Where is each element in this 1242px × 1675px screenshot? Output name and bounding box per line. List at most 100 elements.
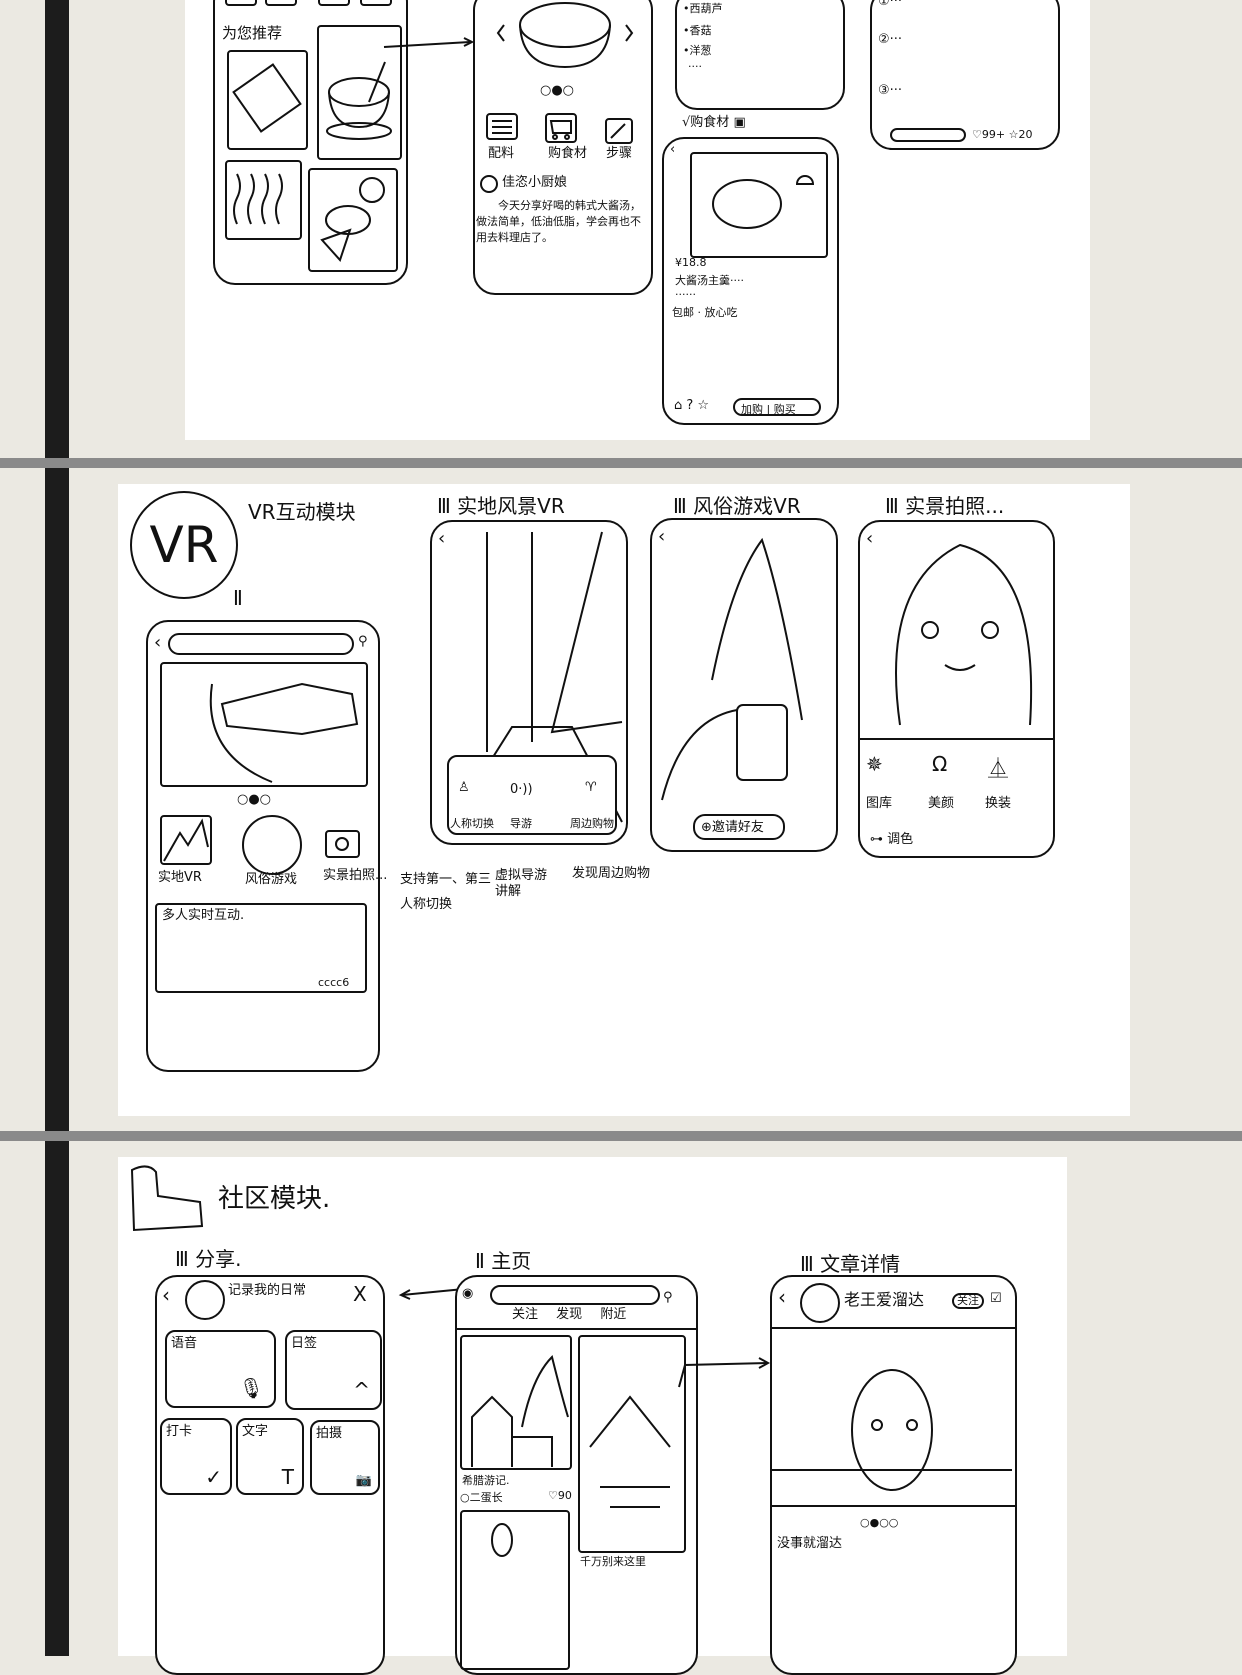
category-tile[interactable] bbox=[318, 0, 350, 6]
card-label: 文字 bbox=[242, 1424, 269, 1439]
step-item: ②··· bbox=[878, 32, 903, 47]
tool-shopping[interactable]: 周边购物 bbox=[570, 817, 614, 830]
feature-custom-game[interactable]: 风俗游戏 bbox=[245, 872, 298, 887]
dress-icon[interactable]: ⏅ bbox=[988, 756, 1008, 780]
comment-input[interactable] bbox=[890, 128, 966, 142]
post-image-greece[interactable] bbox=[460, 1335, 572, 1470]
camera-card[interactable]: 拍摄📷 bbox=[310, 1420, 380, 1495]
feature-onsite-vr[interactable]: 实地VR bbox=[158, 870, 202, 885]
carousel-dots[interactable]: ○●○○ bbox=[860, 1516, 899, 1529]
post-title[interactable]: 希腊游记. bbox=[462, 1474, 510, 1487]
tool-guide[interactable]: 导游 bbox=[510, 817, 532, 830]
user-avatar[interactable] bbox=[185, 1280, 225, 1320]
carousel-dots[interactable]: ○●○ bbox=[540, 83, 575, 98]
tool-perspective[interactable]: 人称切换 bbox=[450, 817, 494, 830]
binder-spine bbox=[45, 0, 69, 1656]
mountain-icon[interactable] bbox=[160, 815, 212, 865]
tab-discover[interactable]: 发现 bbox=[556, 1307, 583, 1322]
category-tile[interactable] bbox=[360, 0, 392, 6]
add-cart-button[interactable]: 加购 bbox=[741, 403, 763, 416]
tool-gallery[interactable]: 图库 bbox=[866, 796, 893, 811]
camera-icon[interactable]: ◉ bbox=[462, 1286, 474, 1301]
post-likes[interactable]: ♡90 bbox=[548, 1489, 572, 1502]
recipe-card-soup[interactable] bbox=[317, 25, 402, 160]
tab-buy[interactable]: 购食材 bbox=[548, 146, 588, 161]
beauty-icon[interactable]: Ω bbox=[932, 752, 948, 776]
checkin-card[interactable]: 打卡✓ bbox=[160, 1418, 232, 1495]
interaction-box[interactable] bbox=[155, 903, 367, 993]
step-stats: ♡99+ ☆20 bbox=[972, 128, 1032, 141]
shop-icons[interactable]: ⌂ ? ☆ bbox=[674, 398, 710, 413]
vr-module-title: VR互动模块 bbox=[248, 500, 356, 524]
card-label: 打卡 bbox=[166, 1424, 193, 1439]
back-icon[interactable]: ‹ bbox=[658, 526, 666, 547]
back-icon[interactable]: ‹ bbox=[670, 142, 676, 157]
carousel-dots[interactable]: ○●○ bbox=[237, 792, 272, 807]
buy-button[interactable]: 购买 bbox=[773, 403, 796, 416]
tool-outfit[interactable]: 换装 bbox=[985, 796, 1012, 811]
back-icon[interactable]: ‹ bbox=[866, 528, 874, 549]
spatula-icon[interactable] bbox=[605, 118, 633, 144]
community-home-phone bbox=[455, 1275, 698, 1675]
glass-icon[interactable]: ♈ bbox=[585, 780, 597, 795]
back-icon[interactable]: ‹ bbox=[778, 1285, 786, 1309]
separator bbox=[770, 1327, 1017, 1329]
back-icon[interactable]: ‹ bbox=[162, 1283, 170, 1307]
annotation-shopping: 发现周边购物 bbox=[572, 866, 651, 881]
buy-ingredients-label: √购食材 ▣ bbox=[682, 115, 746, 130]
follow-button[interactable]: 关注 bbox=[952, 1293, 984, 1309]
category-tile[interactable] bbox=[225, 0, 257, 6]
vr-logo: VR bbox=[130, 491, 238, 599]
recipe-card-dish[interactable] bbox=[227, 50, 308, 150]
post-image-mountain[interactable] bbox=[578, 1335, 686, 1553]
author-name[interactable]: 佳恣小厨娘 bbox=[502, 175, 568, 190]
flow-arrow bbox=[678, 1357, 771, 1388]
page-divider bbox=[0, 1131, 1242, 1141]
category-tile[interactable] bbox=[265, 0, 297, 6]
edit-icon[interactable]: ☑ bbox=[990, 1291, 1002, 1306]
recommend-phone bbox=[213, 0, 408, 285]
recipe-card-bacon[interactable] bbox=[225, 160, 302, 240]
daily-sign-card[interactable]: 日签^ bbox=[285, 1330, 382, 1410]
back-icon[interactable]: ‹ bbox=[438, 528, 446, 549]
buy-label-text: 购食材 bbox=[690, 115, 730, 130]
list-icon[interactable] bbox=[486, 113, 518, 140]
interaction-text: 多人实时互动. bbox=[162, 908, 245, 923]
search-icon[interactable]: ⚲ bbox=[663, 1290, 673, 1305]
close-icon[interactable]: X bbox=[353, 1282, 367, 1306]
tab-follow[interactable]: 关注 bbox=[512, 1307, 539, 1322]
back-icon[interactable]: ‹ bbox=[154, 632, 162, 653]
feature-photo[interactable]: 实景拍照... bbox=[323, 868, 388, 883]
post-author[interactable]: ○二蛋长 bbox=[460, 1491, 503, 1504]
adjust-tool[interactable]: ⊶ 调色 bbox=[870, 832, 914, 847]
search-icon[interactable]: ⚲ bbox=[358, 634, 368, 649]
author-avatar[interactable] bbox=[800, 1283, 840, 1323]
voice-card[interactable]: 语音🎙 bbox=[165, 1330, 276, 1408]
tab-nearby[interactable]: 附近 bbox=[600, 1307, 627, 1322]
tab-steps[interactable]: 步骤 bbox=[606, 146, 633, 161]
author-avatar[interactable] bbox=[480, 175, 498, 193]
tab-ingredients[interactable]: 配料 bbox=[488, 146, 515, 161]
search-input[interactable] bbox=[490, 1285, 660, 1305]
tool-beauty[interactable]: 美颜 bbox=[928, 796, 955, 811]
recipe-card-sandwich[interactable] bbox=[308, 168, 398, 272]
search-input[interactable] bbox=[168, 633, 354, 655]
product-note: 包邮 · 放心吃 bbox=[672, 306, 738, 319]
vr-headset-banner[interactable] bbox=[160, 662, 368, 787]
person-icon[interactable]: ♙ bbox=[458, 780, 470, 795]
stars-count[interactable]: ☆20 bbox=[1008, 128, 1033, 141]
invite-friends-button[interactable]: ⊕邀请好友 bbox=[693, 814, 785, 840]
home-title: Ⅱ 主页 bbox=[475, 1249, 532, 1273]
gallery-icon[interactable]: ✵ bbox=[866, 752, 883, 776]
soup-pot-image bbox=[496, 2, 634, 69]
likes-count[interactable]: ♡99+ bbox=[972, 128, 1006, 141]
camera-icon[interactable] bbox=[325, 830, 360, 858]
audio-icon[interactable]: 0·)) bbox=[510, 782, 533, 797]
purchase-pill[interactable]: 加购 | 购买 bbox=[733, 398, 821, 416]
cart-icon[interactable] bbox=[545, 113, 577, 143]
post-title[interactable]: 千万别来这里 bbox=[580, 1555, 646, 1568]
ingredient-item: •西葫芦 bbox=[683, 2, 723, 15]
ball-icon[interactable] bbox=[242, 815, 302, 875]
post-image-balloon[interactable] bbox=[460, 1510, 570, 1670]
